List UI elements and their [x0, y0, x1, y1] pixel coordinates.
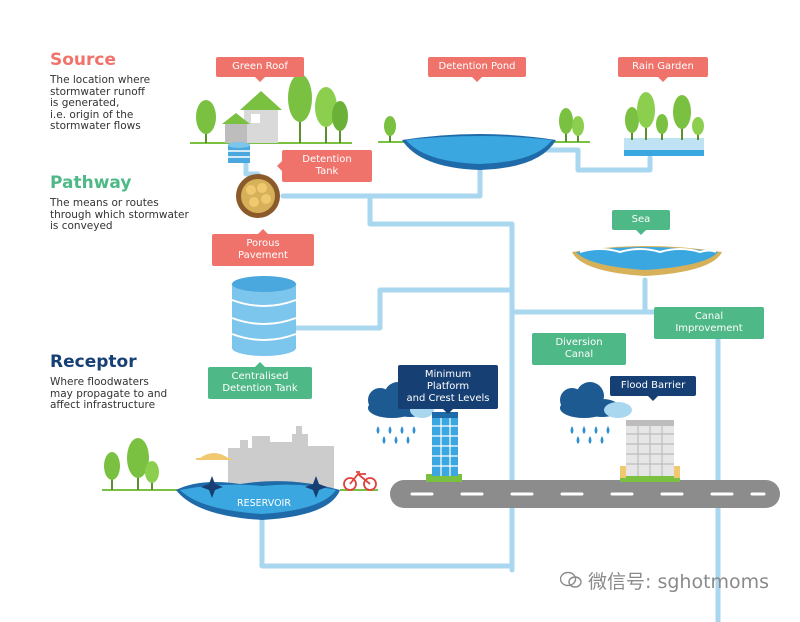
tree-icon — [315, 87, 337, 143]
tree-icon — [127, 438, 149, 490]
pathway-title: Pathway — [50, 173, 132, 193]
green-roof-house-icon — [222, 91, 282, 143]
watermark: 微信号: sghotmoms — [559, 567, 770, 594]
rain-garden-icon — [624, 92, 704, 156]
tree-icon — [572, 116, 584, 142]
flood-barrier-label: Flood Barrier — [610, 376, 696, 401]
watermark-text: 微信号: sghotmoms — [588, 571, 770, 593]
source-description: The location where stormwater runoff is … — [50, 74, 151, 132]
tree-icon — [288, 74, 312, 143]
pathway-description: The means or routes through which stormw… — [50, 197, 189, 232]
barrier-building-icon — [620, 420, 680, 482]
tree-icon — [559, 108, 573, 142]
source-title: Source — [50, 50, 117, 70]
tree-icon — [332, 101, 348, 143]
raised-building-icon — [426, 412, 462, 482]
sea-icon — [572, 246, 722, 276]
porous-pavement-label: Porous Pavement — [212, 229, 314, 266]
centralised-detention-tank-icon — [231, 276, 297, 356]
sun-icon — [196, 453, 232, 460]
detention-pond-icon — [402, 134, 556, 170]
pipe-main-trunk — [367, 193, 515, 503]
city-skyline-icon — [228, 426, 334, 488]
sea-label: Sea — [612, 210, 670, 235]
detention-tank-label: Detention Tank — [277, 150, 372, 182]
minimum-platform-label: Minimum Platform and Crest Levels — [398, 365, 498, 414]
wechat-icon — [559, 571, 582, 594]
tree-icon — [384, 116, 396, 142]
tree-icon — [145, 461, 159, 490]
rain-cloud-icon — [560, 382, 632, 444]
receptor-title: Receptor — [50, 352, 137, 372]
pipe-tank-link — [293, 287, 515, 331]
tree-icon — [104, 452, 120, 490]
canal-improvement-label: Canal Improvement — [654, 307, 764, 339]
receptor-description: Where floodwaters may propagate to and a… — [50, 376, 168, 411]
green-roof-label: Green Roof — [216, 57, 304, 82]
porous-pavement-icon — [236, 174, 280, 218]
road — [390, 480, 780, 508]
centralised-detention-tank-label: Centralised Detention Tank — [208, 362, 312, 399]
bicycle-icon — [343, 471, 377, 491]
pipe-roof-tank — [243, 157, 261, 177]
pipe-pavement-main — [280, 157, 483, 199]
rain-garden-label: Rain Garden — [618, 57, 708, 82]
detention-pond-label: Detention Pond — [428, 57, 526, 82]
diversion-canal-label: Diversion Canal — [532, 333, 626, 365]
tree-icon — [196, 100, 216, 143]
detention-tank-icon — [228, 142, 250, 163]
pipe-pond-raingarden — [542, 147, 653, 173]
reservoir-icon — [176, 476, 340, 520]
pipe-diversion — [509, 277, 648, 315]
reservoir-label: RESERVOIR — [237, 498, 291, 509]
